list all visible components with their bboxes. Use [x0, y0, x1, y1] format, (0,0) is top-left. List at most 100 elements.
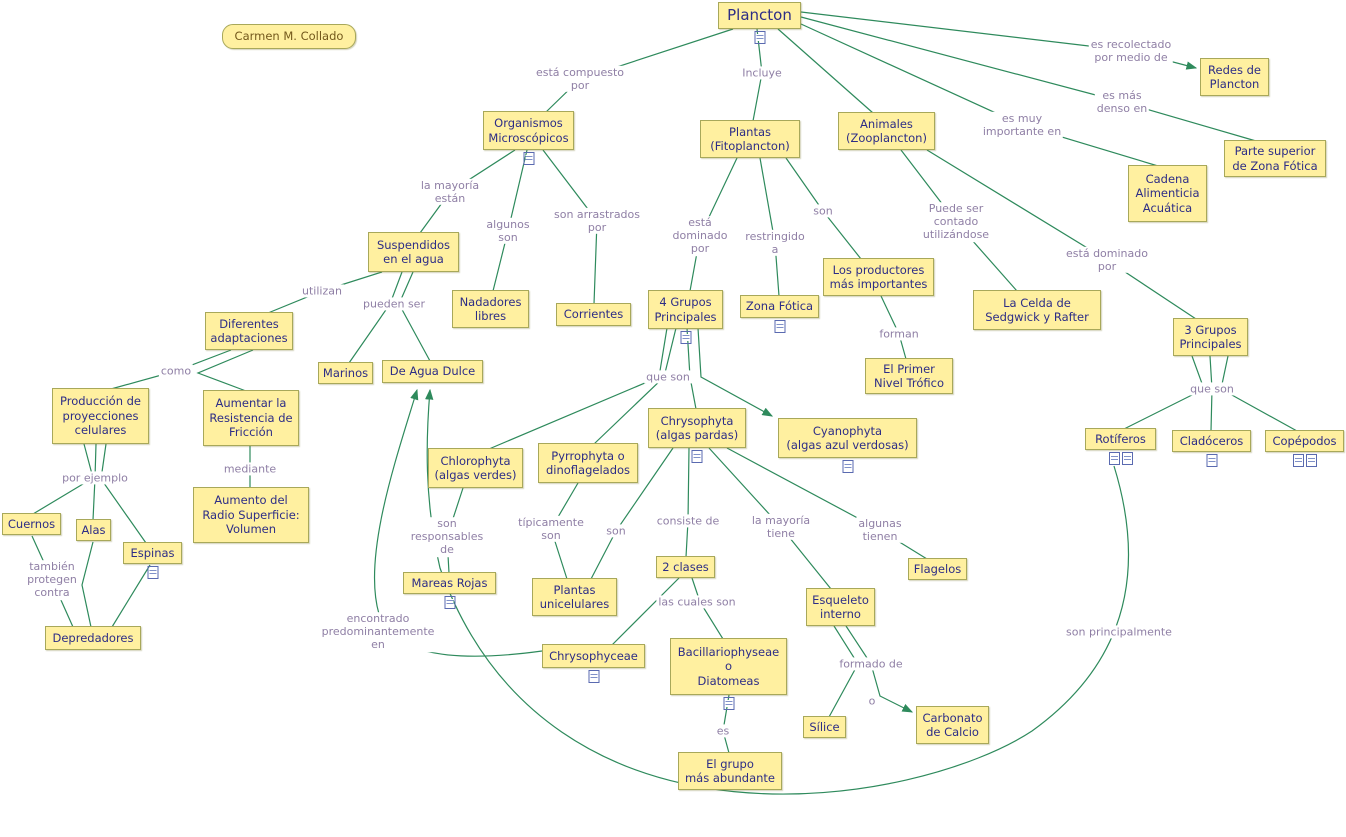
node-mareas-rojas[interactable]: Mareas Rojas	[403, 572, 496, 594]
node-de-agua-dulce[interactable]: De Agua Dulce	[382, 360, 483, 383]
node-rotiferos[interactable]: Rotíferos	[1085, 428, 1156, 450]
node-chrysophyceae[interactable]: Chrysophyceae	[542, 644, 645, 668]
node-copepodos[interactable]: Copépodos	[1265, 430, 1344, 452]
link-phrase[interactable]: Incluye	[740, 66, 784, 80]
node-aumento-radio[interactable]: Aumento del Radio Superficie: Volumen	[193, 487, 309, 543]
resource-icon[interactable]	[680, 331, 691, 344]
node-diferentes-adaptaciones[interactable]: Diferentes adaptaciones	[205, 312, 293, 350]
link-phrase[interactable]: encontrado predominantemente en	[319, 612, 437, 652]
node-organismos-microscopicos[interactable]: Organismos Microscópicos	[483, 111, 574, 150]
link-phrase[interactable]: típicamente son	[516, 515, 586, 543]
node-produccion-proyecciones[interactable]: Producción de proyecciones celulares	[52, 388, 149, 444]
node-espinas[interactable]: Espinas	[123, 542, 182, 564]
link-phrase[interactable]: la mayoría están	[418, 178, 482, 206]
link-phrase[interactable]: como	[158, 364, 194, 378]
node-dos-clases[interactable]: 2 clases	[656, 556, 715, 578]
link-phrase[interactable]: forman	[877, 327, 921, 341]
resource-icon[interactable]	[723, 697, 734, 710]
node-aumentar-resistencia[interactable]: Aumentar la Resistencia de Fricción	[203, 390, 299, 446]
link-phrase[interactable]: o	[866, 694, 878, 708]
link-phrase[interactable]: está dominado por	[670, 216, 730, 256]
resource-icon[interactable]	[691, 450, 703, 463]
node-redes-de-plancton[interactable]: Redes de Plancton	[1200, 58, 1269, 96]
link-phrase[interactable]: restringido a	[743, 229, 807, 257]
link-phrase[interactable]: algunas tienen	[856, 516, 904, 544]
link-phrase[interactable]: es muy importante en	[980, 111, 1064, 139]
link-phrase[interactable]: es recolectado por medio de	[1088, 37, 1174, 65]
connection-line	[611, 577, 680, 646]
resource-icon[interactable]	[842, 460, 853, 473]
link-phrase[interactable]: que son	[1188, 382, 1236, 396]
node-flagelos[interactable]: Flagelos	[908, 558, 967, 580]
node-alas[interactable]: Alas	[76, 519, 111, 541]
node-label: Plantas unicelulares	[539, 582, 610, 611]
node-silice[interactable]: Sílice	[803, 716, 846, 738]
link-phrase[interactable]: está dominado por	[1064, 246, 1150, 274]
node-carbonato-calcio[interactable]: Carbonato de Calcio	[916, 706, 989, 744]
link-phrase[interactable]: son	[811, 204, 835, 218]
resource-icon[interactable]	[147, 566, 158, 579]
link-phrase[interactable]: son responsables de	[408, 517, 486, 557]
node-pyrrophyta[interactable]: Pyrrophyta o dinoflagelados	[538, 443, 638, 483]
resource-icon[interactable]	[774, 320, 785, 333]
node-corrientes[interactable]: Corrientes	[556, 303, 631, 326]
node-chrysophyta[interactable]: Chrysophyta (algas pardas)	[648, 408, 746, 448]
node-productores[interactable]: Los productores más importantes	[823, 258, 934, 296]
link-phrase[interactable]: pueden ser	[361, 297, 427, 311]
node-zona-fotica[interactable]: Zona Fótica	[740, 295, 819, 318]
link-phrase[interactable]: es	[714, 724, 732, 738]
link-phrase[interactable]: son	[604, 524, 628, 538]
node-parte-superior-zona-fotica[interactable]: Parte superior de Zona Fótica	[1224, 140, 1326, 177]
node-plantas-fitoplancton[interactable]: Plantas (Fitoplancton)	[700, 120, 800, 158]
node-cuernos[interactable]: Cuernos	[2, 513, 61, 535]
node-cadena-alimenticia[interactable]: Cadena Alimenticia Acuática	[1128, 165, 1207, 222]
node-grupo-mas-abundante[interactable]: El grupo más abundante	[678, 752, 782, 790]
node-nadadores-libres[interactable]: Nadadores libres	[452, 290, 529, 328]
resource-icon[interactable]	[1305, 454, 1317, 467]
resource-icon[interactable]	[588, 670, 599, 683]
resource-icon-group	[754, 31, 765, 44]
node-cuatro-grupos[interactable]: 4 Grupos Principales	[648, 290, 723, 329]
resource-icon[interactable]	[1292, 454, 1304, 467]
node-bacillariophyseae[interactable]: Bacillariophyseae o Diatomeas	[670, 638, 787, 695]
node-primer-nivel-trofico[interactable]: El Primer Nivel Trófico	[865, 358, 953, 394]
resource-icon[interactable]	[1108, 452, 1120, 465]
link-phrase[interactable]: algunos son	[484, 217, 532, 245]
resource-icon-group	[523, 152, 534, 165]
resource-icon[interactable]	[523, 152, 534, 165]
link-phrase[interactable]: también protegen contra	[25, 560, 79, 600]
resource-icon[interactable]	[754, 31, 765, 44]
link-phrase[interactable]: utilizan	[300, 284, 344, 298]
node-label: Sílice	[809, 719, 840, 734]
node-plantas-unicelulares[interactable]: Plantas unicelulares	[532, 578, 617, 616]
resource-icon[interactable]	[1121, 452, 1133, 465]
resource-icon[interactable]	[1206, 454, 1217, 467]
link-phrase[interactable]: son principalmente	[1064, 625, 1174, 639]
node-chlorophyta[interactable]: Chlorophyta (algas verdes)	[428, 448, 523, 488]
link-phrase[interactable]: consiste de	[654, 514, 722, 528]
node-animales-zooplancton[interactable]: Animales (Zooplancton)	[838, 112, 935, 150]
node-esqueleto-interno[interactable]: Esqueleto interno	[806, 588, 875, 626]
node-suspendidos[interactable]: Suspendidos en el agua	[368, 232, 459, 272]
link-phrase[interactable]: está compuesto por	[533, 65, 627, 93]
node-celda-sedgwick[interactable]: La Celda de Sedgwick y Rafter	[973, 290, 1101, 330]
link-phrase[interactable]: Puede ser contado utilizándose	[920, 202, 992, 242]
link-phrase[interactable]: que son	[644, 370, 692, 384]
node-plancton[interactable]: Plancton	[718, 2, 801, 29]
resource-icon[interactable]	[444, 596, 455, 609]
node-marinos[interactable]: Marinos	[318, 362, 373, 384]
node-label: Alas	[81, 522, 106, 537]
node-tres-grupos[interactable]: 3 Grupos Principales	[1173, 318, 1248, 356]
node-depredadores[interactable]: Depredadores	[45, 626, 141, 650]
link-phrase[interactable]: por ejemplo	[60, 471, 130, 485]
node-cladoceros[interactable]: Cladóceros	[1172, 430, 1251, 452]
link-phrase[interactable]: mediante	[221, 462, 279, 476]
link-phrase[interactable]: son arrastrados por	[551, 207, 643, 235]
link-phrase[interactable]: la mayoría tiene	[749, 513, 813, 541]
link-phrase[interactable]: formado de	[837, 657, 905, 671]
node-cyanophyta[interactable]: Cyanophyta (algas azul verdosas)	[778, 418, 917, 458]
link-phrase[interactable]: es más denso en	[1094, 88, 1150, 116]
node-author-badge[interactable]: Carmen M. Collado	[222, 24, 356, 49]
link-phrase[interactable]: las cuales son	[656, 595, 738, 609]
